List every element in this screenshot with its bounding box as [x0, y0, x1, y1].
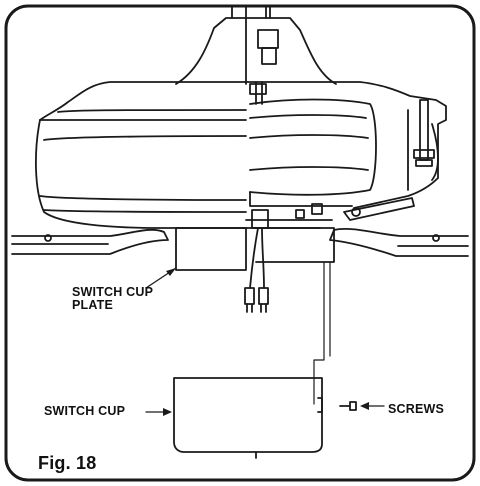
switch-cup-plate-label-line2: PLATE — [72, 298, 114, 312]
motor-housing-right-cutaway — [245, 81, 447, 221]
switch-cup-label: SWITCH CUP — [44, 404, 126, 418]
figure-frame — [4, 4, 476, 482]
motor-housing-left — [35, 81, 247, 229]
housing-dome — [175, 17, 337, 85]
wires — [244, 227, 269, 313]
figure-caption: Fig. 18 — [38, 453, 97, 473]
screw — [339, 401, 357, 411]
fan-blades — [11, 228, 469, 257]
switch-cup — [173, 377, 323, 459]
screws-label: SCREWS — [388, 402, 445, 416]
switch-cup-plate-label-line1: SWITCH CUP — [72, 285, 154, 299]
switch-cup-plate — [175, 203, 335, 271]
downrod — [231, 5, 271, 19]
pointer-arrows — [145, 267, 385, 413]
assembly-guide-line — [313, 261, 331, 405]
